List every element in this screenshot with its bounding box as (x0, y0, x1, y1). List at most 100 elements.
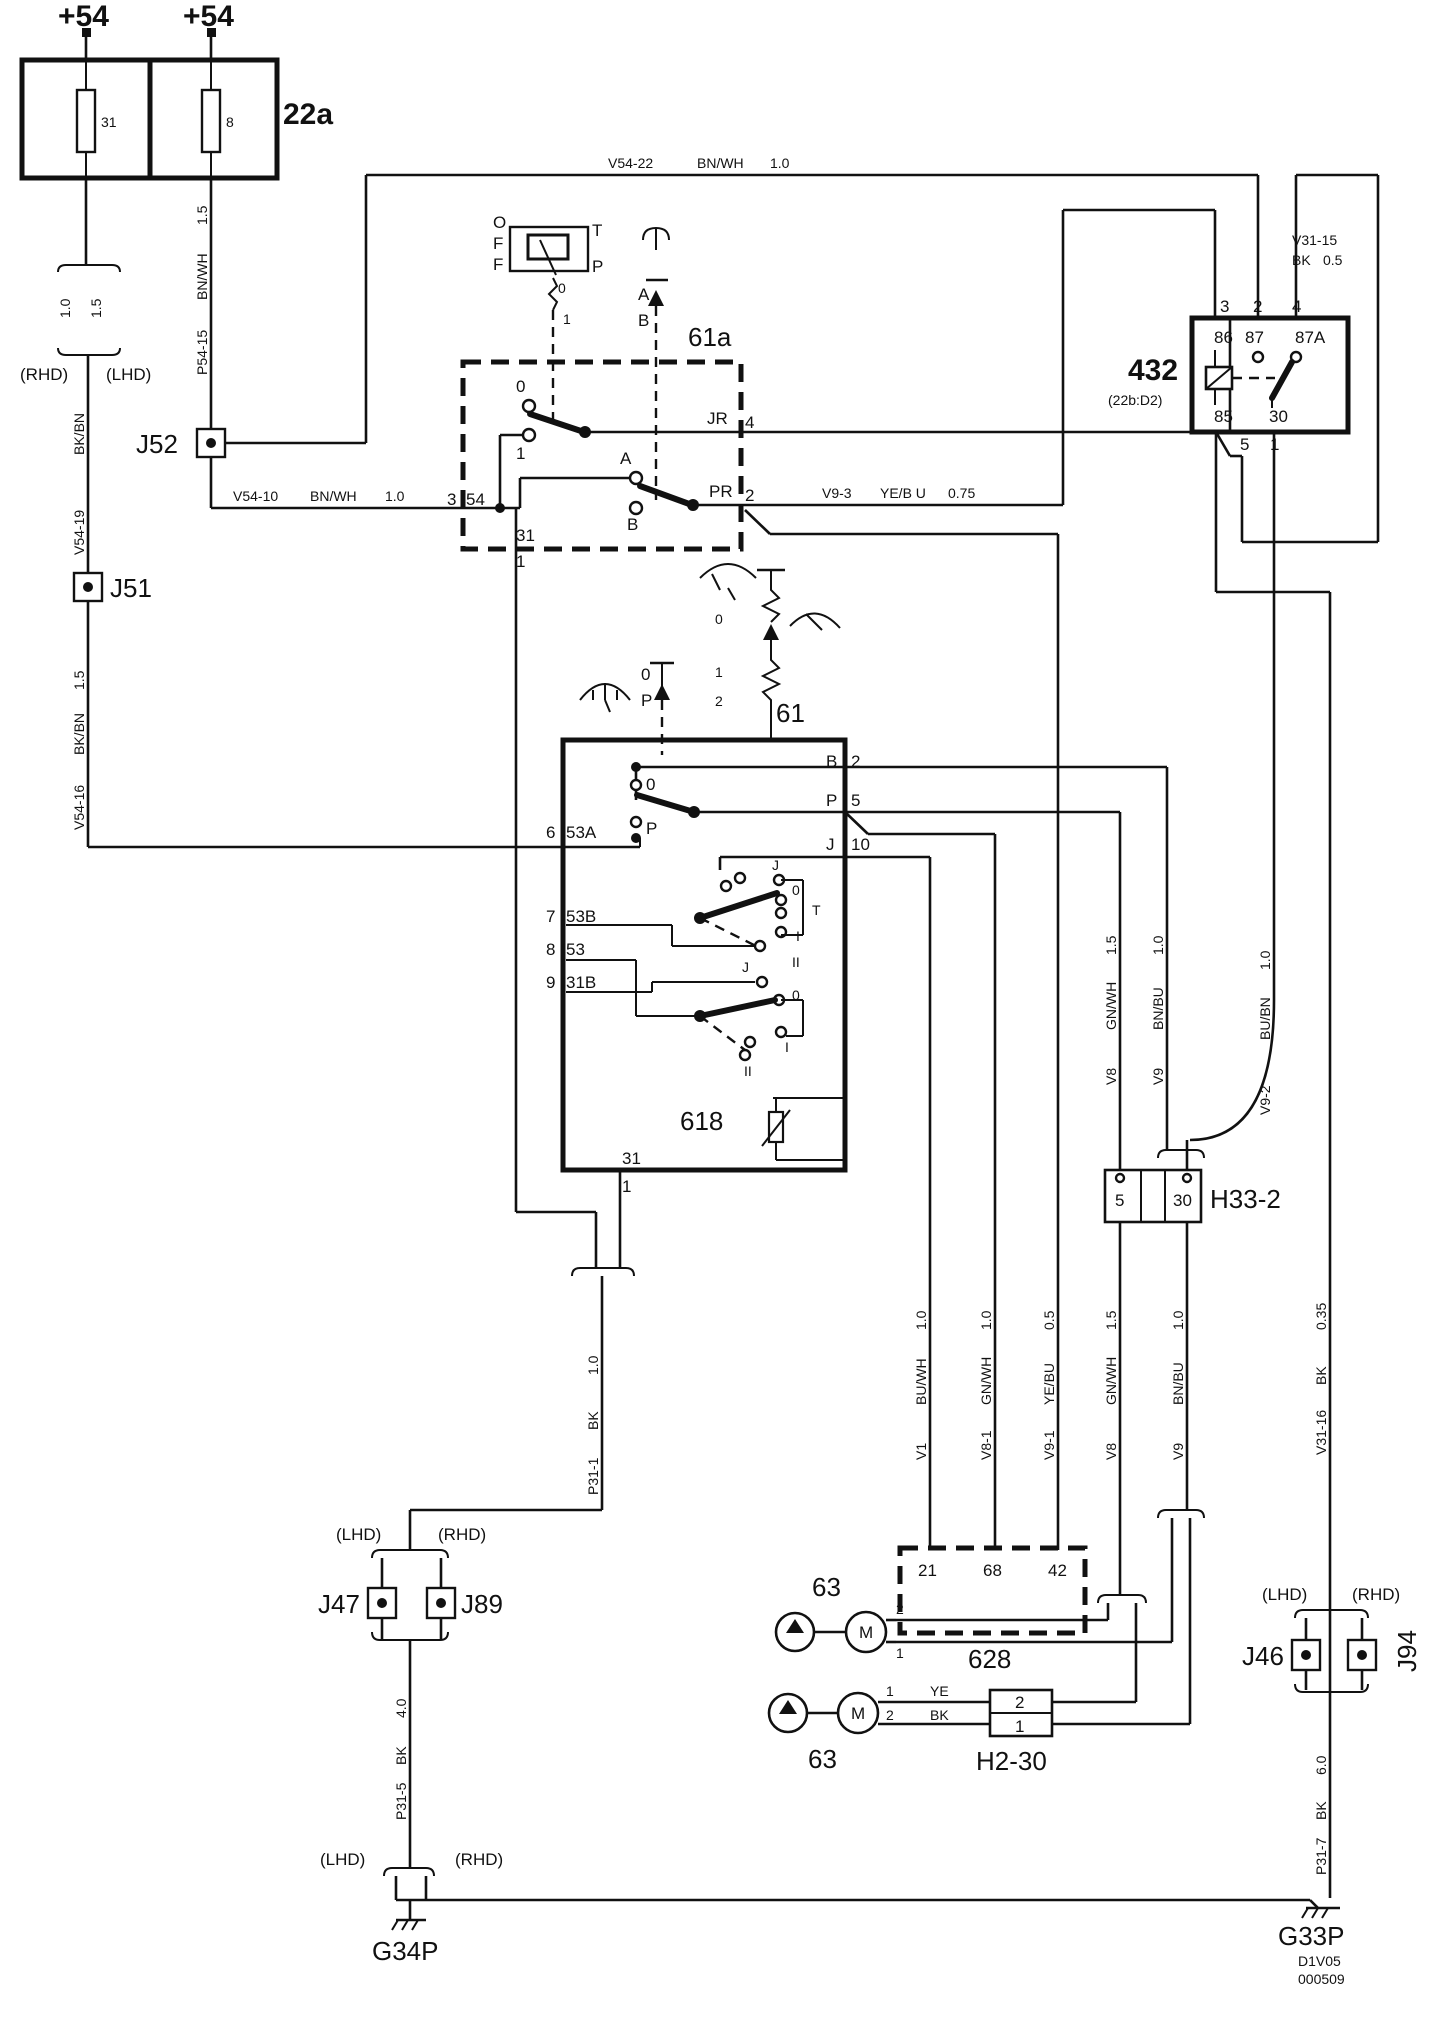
wire-size-v54-16: 1.5 (71, 670, 87, 690)
wire-color-p31-1: BK (585, 1411, 601, 1430)
module-628-pin-68: 68 (983, 1561, 1002, 1580)
sw61-pos-p: P (646, 819, 657, 838)
wire-code-p54-15: P54-15 (194, 330, 210, 375)
fuse-8-label: 8 (226, 114, 234, 130)
junction-j46-label: J46 (1242, 1641, 1284, 1671)
wire-size-v31-16: 0.35 (1313, 1303, 1329, 1330)
relay-432: 3 2 4 86 87 87A 85 30 432 (22b:D2) V31-1… (1108, 173, 1380, 1898)
tip-letter-p: P (592, 257, 603, 276)
wire-code-v54-16: V54-16 (71, 785, 87, 830)
wire-code-v8-upper: V8 (1103, 1068, 1119, 1085)
wire-color-v54-19: BK/BN (71, 413, 87, 455)
supply-to-61a-wiring: 1.5 BN/WH P54-15 J52 V54-22 BN/WH 1.0 V5… (136, 155, 1260, 510)
variant-lhd-j47: (LHD) (336, 1525, 381, 1544)
relay-term-86: 86 (1214, 328, 1233, 347)
sw2-pos-b: B (627, 515, 638, 534)
ground-right: 0.35 BK V31-16 (LHD) (RHD) J46 J94 6.0 B… (1242, 1303, 1422, 1987)
wire-code-v54-19: V54-19 (71, 510, 87, 555)
term-61-j-num: 10 (851, 835, 870, 854)
term-pr: PR (709, 482, 733, 501)
wire-color-v1: BU/WH (913, 1358, 929, 1405)
term-61-9: 9 (546, 973, 555, 992)
relay-432-ref: (22b:D2) (1108, 392, 1162, 408)
supply-terminal-left (82, 28, 91, 37)
wire-code-p31-5: P31-5 (393, 1782, 409, 1820)
wire-color-v9-upper: BN/BU (1150, 987, 1166, 1030)
h2-30-pin-1: 1 (1015, 1717, 1024, 1736)
wire-size-v9-1: 0.5 (1041, 1310, 1057, 1330)
ground-g33p-label: G33P (1278, 1921, 1345, 1951)
module-628-label: 628 (968, 1644, 1011, 1674)
wash-pos-0: 0 (641, 665, 650, 684)
module-628-pin-21: 21 (918, 1561, 937, 1580)
int2-pos-i: I (785, 1039, 789, 1055)
wire-code-v8-1: V8-1 (978, 1430, 994, 1460)
pump-top-label: 63 (812, 1572, 841, 1602)
wire-code-v31-15: V31-15 (1292, 232, 1337, 248)
wire-size-v1: 1.0 (913, 1310, 929, 1330)
wiper-icon-top (699, 563, 757, 579)
int2-pos-ii: II (744, 1063, 752, 1079)
term-54: 54 (466, 490, 485, 509)
int2-pos-0: 0 (792, 987, 800, 1003)
switch-61-label: 61 (776, 698, 805, 728)
term-61-p: P (826, 791, 837, 810)
wire-code-v54-22: V54-22 (608, 155, 653, 171)
off-tip-control (508, 225, 590, 273)
module-628-pin-42: 42 (1048, 1561, 1067, 1580)
speed-pos-1: 1 (715, 664, 723, 680)
ground-left: 1.0 BK P31-1 (LHD) (RHD) J47 J89 4.0 BK … (318, 1267, 1310, 1966)
h33-2-pin-30: 30 (1173, 1191, 1192, 1210)
variant-lhd-left: (LHD) (106, 365, 151, 384)
variant-rhd-j94: (RHD) (1352, 1585, 1400, 1604)
term-61-1: 1 (622, 1177, 631, 1196)
wire-code-v9-upper: V9 (1150, 1068, 1166, 1085)
term-61-31b: 31B (566, 973, 596, 992)
switch-61-outline (560, 737, 848, 1173)
junction-j89-label: J89 (461, 1589, 503, 1619)
wire-size-p31-5: 4.0 (393, 1698, 409, 1718)
term-61-53b: 53B (566, 907, 596, 926)
washer-pumps: 63 M 2 1 M 63 1 2 YE BK 2 1 H2-30 (767, 1518, 1192, 1776)
term-61a-31: 31 (516, 526, 535, 545)
connector-h33-2: 1.5 GN/WH V8 1.0 BN/BU V9 5 30 H33-2 1.5… (1103, 935, 1281, 1595)
int1-pos-t: T (812, 902, 821, 918)
fuse-box-id: 22a (283, 98, 333, 131)
fuse-box-22a: +54 +54 31 8 22a (19, 0, 333, 181)
junction-j52-label: J52 (136, 429, 178, 459)
wire-size-v54-10: 1.0 (385, 488, 405, 504)
int1-pos-0: 0 (792, 882, 800, 898)
relay-pin-3: 3 (1220, 297, 1229, 316)
h2-30-pin-2: 2 (1015, 1693, 1024, 1712)
pump-switch-b: B (638, 311, 649, 330)
wire-code-v9-lower: V9 (1170, 1443, 1186, 1460)
term-61-53: 53 (566, 940, 585, 959)
relay-432-label: 432 (1128, 354, 1178, 387)
wire-size-p54-15: 1.5 (194, 205, 210, 225)
wire-color-v9-2: BU/BN (1257, 997, 1273, 1040)
wire-color-ye: YE (930, 1683, 949, 1699)
wire-size-v9-lower: 1.0 (1170, 1310, 1186, 1330)
module-628: 1.0 BU/WH V1 1.0 GN/WH V8-1 0.5 YE/BU V9… (897, 1310, 1088, 1674)
fuse-31-label: 31 (101, 114, 117, 130)
wire-size-rhd: 1.0 (57, 298, 73, 318)
variant-rhd-left: (RHD) (20, 365, 68, 384)
wire-color-v54-22: BN/WH (697, 155, 744, 171)
wiper-icon-right (789, 612, 841, 629)
wire-code-p31-1: P31-1 (585, 1457, 601, 1495)
h2-30-label: H2-30 (976, 1746, 1047, 1776)
module-628-outline (897, 1545, 1088, 1636)
wire-color-p54-15: BN/WH (194, 253, 210, 300)
supply-label-left: +54 (58, 0, 109, 33)
wire-size-v9-2: 1.0 (1257, 950, 1273, 970)
wire-size-p31-1: 1.0 (585, 1355, 601, 1375)
motor-bottom (836, 1691, 880, 1735)
wire-size-v8-1: 1.0 (978, 1310, 994, 1330)
variant-rhd-g34p: (RHD) (455, 1850, 503, 1869)
component-618-label: 618 (680, 1106, 723, 1136)
motor-top-pin-2: 2 (896, 1601, 904, 1617)
wire-color-v9-1: YE/BU (1041, 1363, 1057, 1405)
relay-term-87: 87 (1245, 328, 1264, 347)
svg-text:M: M (851, 1704, 865, 1723)
